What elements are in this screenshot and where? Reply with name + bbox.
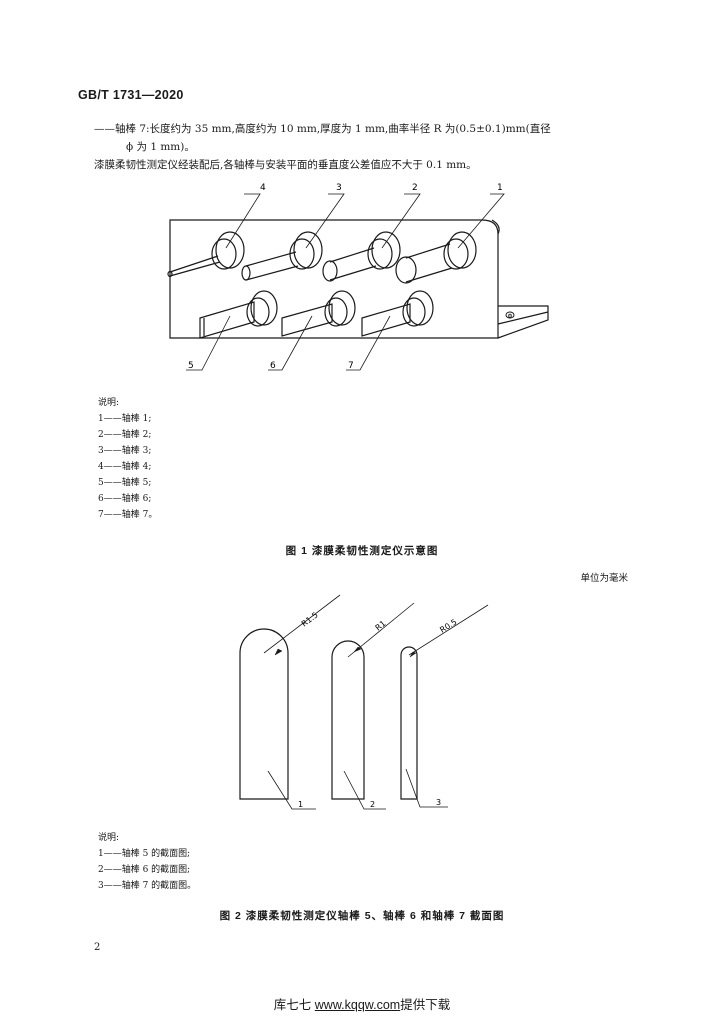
- standard-code-header: GB/T 1731—2020: [78, 88, 184, 102]
- figure2-caption: 图 2 漆膜柔韧性测定仪轴棒 5、轴棒 6 和轴棒 7 截面图: [219, 910, 505, 922]
- figure1-legend: 说明: 1——轴棒 1; 2——轴棒 2; 3——轴棒 3; 4——轴棒 4; …: [98, 395, 157, 523]
- rod-3-assembly: [241, 231, 323, 281]
- legend-item: 1——轴棒 5 的截面图;: [98, 849, 191, 859]
- callout-1: 1: [497, 183, 503, 193]
- footer-site-name: 库七七: [273, 998, 312, 1012]
- rod-4-assembly: [167, 231, 245, 278]
- legend-item: 5——轴棒 5;: [98, 478, 152, 488]
- legend-item: 2——轴棒 2;: [98, 430, 152, 440]
- figure2-cross-section-drawing: R1.5 R1 R0.5 1 2 3: [239, 594, 489, 810]
- rod-6-assembly: [281, 290, 356, 337]
- section-rod7: [400, 646, 418, 800]
- callout-5: 5: [188, 361, 194, 371]
- callout-7: 7: [348, 361, 354, 371]
- footer-url-link[interactable]: www.kqqw.com: [314, 998, 401, 1012]
- legend-item: 1——轴棒 1;: [98, 414, 152, 424]
- callout-3: 3: [436, 798, 441, 807]
- legend-title: 说明:: [98, 398, 120, 408]
- figure1-apparatus-drawing: Φ 4 3 2 1 5 6 7: [167, 183, 549, 371]
- mounting-foot: [497, 305, 549, 339]
- rod-7-assembly: [361, 290, 434, 337]
- callout-2: 2: [412, 183, 418, 193]
- download-footer: 库七七 www.kqqw.com提供下载: [0, 994, 724, 1013]
- figure1-caption: 图 1 漆膜柔韧性测定仪示意图: [285, 545, 439, 557]
- phi-mark: Φ: [508, 313, 513, 320]
- legend-item: 3——轴棒 3;: [98, 446, 152, 456]
- callout-3: 3: [336, 183, 342, 193]
- dim-r0-5: R0.5: [438, 617, 458, 634]
- rod7-spec-line-1: ——轴棒 7:长度约为 35 mm,高度约为 10 mm,厚度为 1 mm,曲率…: [94, 123, 551, 135]
- page-number: 2: [94, 942, 101, 953]
- callout-2: 2: [370, 800, 375, 809]
- rod7-spec-line-2: ϕ 为 1 mm)。: [126, 141, 195, 153]
- rod-5-assembly: [199, 290, 278, 339]
- legend-item: 2——轴棒 6 的截面图;: [98, 865, 191, 875]
- callout-6: 6: [270, 361, 276, 371]
- legend-item: 3——轴棒 7 的截面图。: [98, 881, 197, 891]
- rod-2-assembly: [322, 231, 401, 282]
- perpendicularity-tolerance-text: 漆膜柔韧性测定仪经装配后,各轴棒与安装平面的垂直度公差值应不大于 0.1 mm。: [94, 159, 477, 171]
- footer-suffix: 提供下载: [400, 998, 451, 1012]
- dim-r1: R1: [374, 619, 388, 633]
- legend-title: 说明:: [98, 833, 120, 843]
- section-rod6: [331, 640, 365, 800]
- rod-1-assembly: [395, 231, 477, 284]
- legend-item: 7——轴棒 7。: [98, 510, 158, 520]
- mounting-plate: [169, 219, 499, 339]
- section-rod5: [239, 628, 289, 800]
- unit-note: 单位为毫米: [580, 573, 628, 584]
- plate-edge: [491, 219, 500, 235]
- callout-1: 1: [298, 800, 303, 809]
- figure2-legend: 说明: 1——轴棒 5 的截面图; 2——轴棒 6 的截面图; 3——轴棒 7 …: [98, 830, 196, 894]
- legend-item: 6——轴棒 6;: [98, 494, 152, 504]
- callout-4: 4: [260, 183, 266, 193]
- legend-item: 4——轴棒 4;: [98, 462, 152, 472]
